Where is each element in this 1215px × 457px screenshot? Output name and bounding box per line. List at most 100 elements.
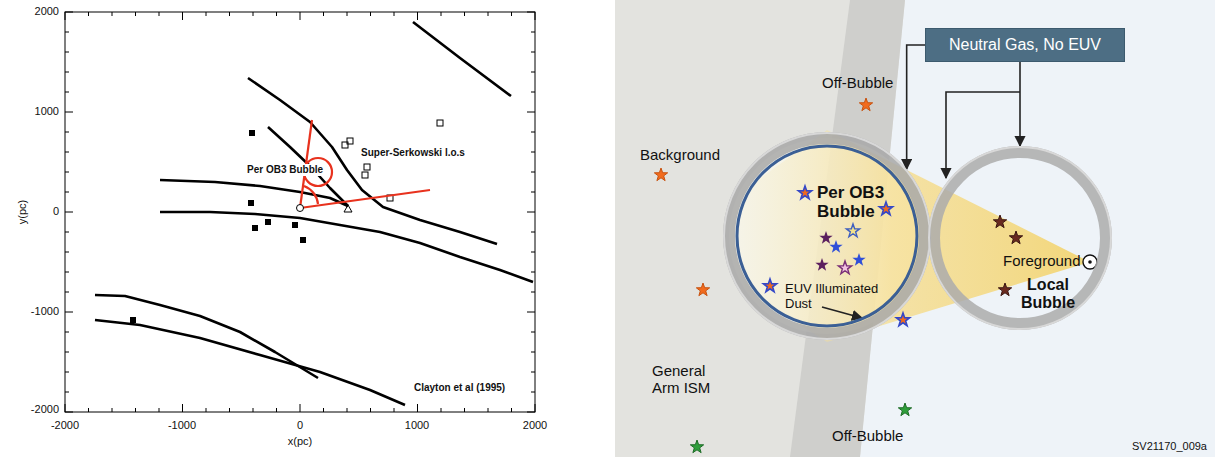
- pointer-arrow: [1019, 62, 1021, 146]
- off-bubble-star: [898, 403, 911, 416]
- star-marker: [300, 237, 306, 243]
- triangle-marker: [344, 205, 352, 212]
- tick-mark: [159, 408, 160, 412]
- tick-mark: [323, 12, 324, 16]
- bubble-ring: [934, 152, 1106, 324]
- tick-mark: [531, 332, 535, 333]
- star-marker: [292, 222, 298, 228]
- tick-label: 1000: [405, 419, 429, 432]
- tick-mark: [135, 12, 136, 16]
- tick-label: 2000: [35, 5, 59, 18]
- bubble-ring: [729, 138, 925, 334]
- tick-mark: [535, 404, 536, 412]
- plot-note: Super-Serkowski l.o.s: [360, 147, 466, 159]
- tick-mark: [488, 408, 489, 412]
- tick-mark: [229, 12, 230, 16]
- bubble-outline: [723, 132, 931, 340]
- tick-mark: [531, 52, 535, 53]
- filled-squares: [130, 130, 306, 323]
- tick-mark: [527, 12, 535, 13]
- cone-arc: [304, 186, 318, 204]
- plot-frame: [65, 12, 535, 412]
- tick-mark: [417, 404, 418, 412]
- tick-mark: [206, 12, 207, 16]
- tick-mark: [65, 372, 69, 373]
- tick-mark: [527, 412, 535, 413]
- background-star: [696, 283, 709, 296]
- off-bubble-star: [690, 440, 703, 453]
- tick-mark: [65, 12, 66, 20]
- tick-mark: [276, 408, 277, 412]
- cone-line: [300, 190, 430, 208]
- node-title: Neutral Gas, No EUV: [949, 36, 1101, 54]
- pointer-arrow: [907, 45, 925, 169]
- tick-mark: [65, 412, 73, 413]
- arm-curve: [160, 212, 533, 282]
- tick-label: -1000: [168, 419, 196, 432]
- bubble-star: [838, 261, 851, 274]
- sight-cone: [730, 130, 1090, 342]
- tick-mark: [229, 408, 230, 412]
- tick-mark: [323, 408, 324, 412]
- background-star: [654, 168, 667, 181]
- bubble-outline: [928, 146, 1112, 330]
- tick-mark: [65, 192, 69, 193]
- bubble-star: [852, 253, 865, 266]
- star-marker: [265, 219, 271, 225]
- tick-mark: [65, 292, 69, 293]
- tick-mark: [531, 352, 535, 353]
- tick-mark: [511, 12, 512, 16]
- sun-dot: [1088, 260, 1092, 264]
- plot-note: Per OB3 Bubble: [246, 164, 324, 176]
- tick-label: -2000: [31, 403, 59, 416]
- bubble-star: [879, 202, 892, 215]
- tick-label: 0: [297, 419, 303, 432]
- tick-mark: [531, 152, 535, 153]
- tick-mark: [531, 32, 535, 33]
- foreground-star: [998, 283, 1011, 296]
- tick-mark: [65, 332, 69, 333]
- tick-mark: [347, 408, 348, 412]
- star-marker: [248, 200, 254, 206]
- star-marker: [347, 138, 353, 144]
- bubble-schematic: [615, 0, 1215, 457]
- tick-mark: [65, 352, 69, 353]
- bubble-star: [819, 231, 832, 244]
- tick-mark: [182, 12, 183, 20]
- star-marker: [249, 130, 255, 136]
- leader-arrow: [822, 307, 862, 318]
- tick-label: 1000: [35, 105, 59, 118]
- tick-mark: [253, 12, 254, 16]
- star-marker: [437, 120, 443, 126]
- tick-mark: [300, 12, 301, 20]
- region-label: Off-Bubble: [822, 74, 893, 91]
- tick-mark: [182, 404, 183, 412]
- axis-title: x(pc): [288, 435, 312, 448]
- region-label: Background: [640, 146, 720, 163]
- bubble-star: [829, 240, 842, 253]
- tick-mark: [535, 12, 536, 20]
- label-box: Neutral Gas, No EUV: [925, 28, 1125, 62]
- bubble-ring: [929, 147, 1111, 329]
- tick-mark: [65, 92, 69, 93]
- tick-label: 0: [53, 205, 59, 218]
- tick-label: -1000: [31, 305, 59, 318]
- tick-mark: [65, 52, 69, 53]
- tick-mark: [112, 408, 113, 412]
- bubble-star: [846, 224, 859, 237]
- tick-mark: [65, 312, 73, 313]
- tick-mark: [135, 408, 136, 412]
- tick-mark: [531, 392, 535, 393]
- tick-mark: [65, 404, 66, 412]
- tick-mark: [531, 172, 535, 173]
- region-note: EUV Illuminated Dust: [785, 282, 889, 311]
- arm-curve: [160, 180, 348, 206]
- tick-mark: [65, 172, 69, 173]
- arm-curve: [413, 22, 511, 96]
- tick-mark: [531, 252, 535, 253]
- region-label: General Arm ISM: [652, 362, 732, 397]
- tick-mark: [65, 12, 73, 13]
- tick-mark: [65, 112, 73, 113]
